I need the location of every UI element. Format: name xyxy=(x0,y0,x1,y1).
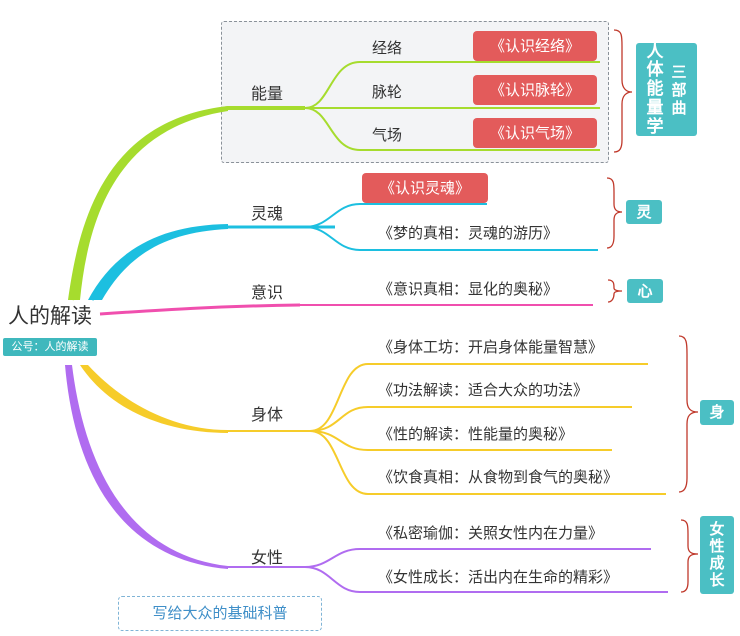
footer-label: 写给大众的基础科普 xyxy=(118,596,322,631)
tag-body: 身 xyxy=(700,400,734,425)
root-title: 人的解读 xyxy=(8,304,92,328)
branch-energy[interactable]: 能量 xyxy=(251,84,284,103)
tag-energy-text2: 三部曲 xyxy=(671,62,687,117)
book-sexuality[interactable]: 《性的解读：性能量的奥秘》 xyxy=(378,425,574,443)
branch-women[interactable]: 女性 xyxy=(251,548,284,567)
line-soul-2 xyxy=(304,226,598,251)
leaf-chakras[interactable]: 脉轮 xyxy=(372,83,403,101)
line-women-1 xyxy=(304,548,651,568)
book-yoga[interactable]: 《私密瑜伽：关照女性内在力量》 xyxy=(378,524,604,542)
line-root-soul-fill xyxy=(88,224,228,300)
line-body-4 xyxy=(309,430,666,495)
line-body-1 xyxy=(309,363,648,432)
tag-women: 女性成长 xyxy=(700,516,734,594)
book-meridians[interactable]: 《认识经络》 xyxy=(474,32,596,60)
branch-soul[interactable]: 灵魂 xyxy=(251,204,284,223)
bracket-women xyxy=(680,519,699,593)
leaf-aura[interactable]: 气场 xyxy=(372,126,403,144)
line-body-3 xyxy=(309,430,612,451)
book-soul[interactable]: 《认识灵魂》 xyxy=(363,174,487,202)
bracket-consciousness xyxy=(607,279,623,303)
book-growth[interactable]: 《女性成长：活出内在生命的精彩》 xyxy=(378,568,619,586)
line-energy-1 xyxy=(304,61,600,109)
branch-body[interactable]: 身体 xyxy=(251,405,284,424)
root-subtitle: 公号：人的解读 xyxy=(3,338,97,356)
line-root-energy-fill xyxy=(68,106,228,300)
book-chakras[interactable]: 《认识脉轮》 xyxy=(474,76,596,104)
book-body-workshop[interactable]: 《身体工坊：开启身体能量智慧》 xyxy=(378,338,604,356)
book-methods[interactable]: 《功法解读：适合大众的功法》 xyxy=(378,381,589,399)
book-diet[interactable]: 《饮食真相：从食物到食气的奥秘》 xyxy=(378,468,619,486)
book-consciousness[interactable]: 《意识真相：显化的奥秘》 xyxy=(378,280,559,298)
bracket-soul xyxy=(606,177,623,249)
tag-energy-text: 人体能量学 xyxy=(646,41,664,137)
line-body-2 xyxy=(309,406,632,432)
tag-energy: 人体能量学 三部曲 xyxy=(636,43,697,136)
book-dream[interactable]: 《梦的真相：灵魂的游历》 xyxy=(378,224,559,242)
line-root-body-fill xyxy=(80,365,228,433)
line-soul-1 xyxy=(304,203,487,228)
tag-soul: 灵 xyxy=(626,200,662,224)
line-root-women-fill xyxy=(65,365,228,569)
tag-consciousness: 心 xyxy=(627,279,663,303)
book-aura[interactable]: 《认识气场》 xyxy=(474,119,596,147)
line-women-2 xyxy=(304,566,668,593)
line-root-consciousness xyxy=(99,303,301,316)
branch-consciousness[interactable]: 意识 xyxy=(251,283,284,302)
line-energy-3 xyxy=(304,107,600,151)
leaf-meridians[interactable]: 经络 xyxy=(372,39,403,57)
bracket-energy xyxy=(613,29,633,153)
bracket-body xyxy=(678,335,699,493)
